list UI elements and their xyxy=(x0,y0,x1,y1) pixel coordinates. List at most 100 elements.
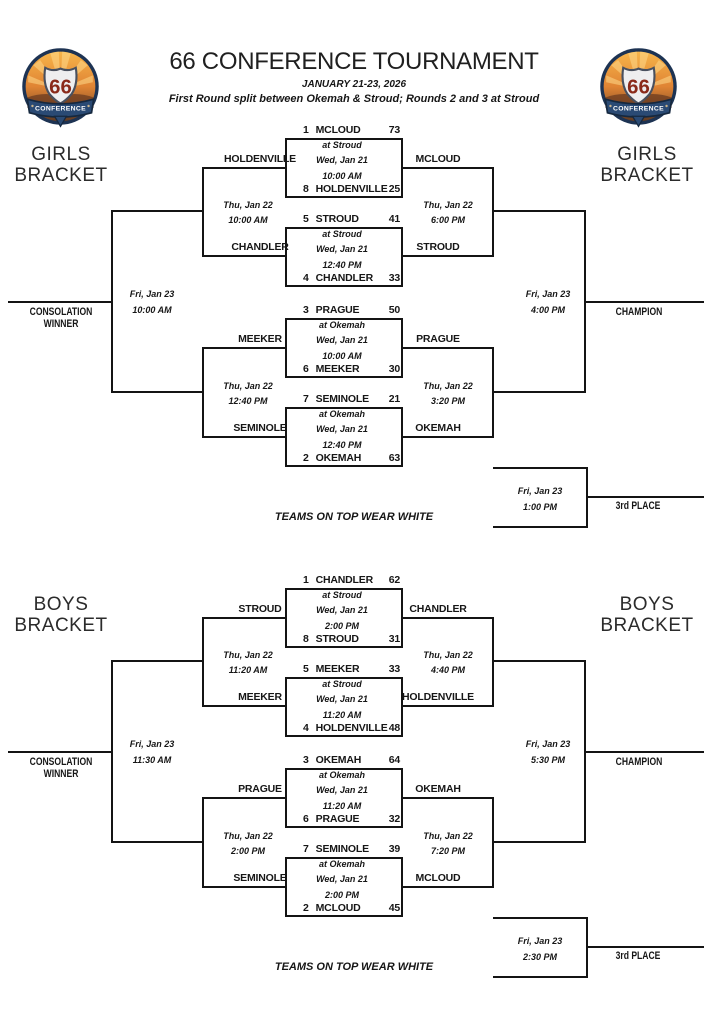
boys-bracket-label-right: BOYS BRACKET xyxy=(589,594,705,636)
game-date: Wed, Jan 21 xyxy=(316,244,368,254)
bracket-line xyxy=(494,660,586,662)
seed-and-team: 1 MCLOUD xyxy=(303,124,361,137)
bracket-line xyxy=(111,210,113,393)
bracket-line xyxy=(584,660,586,843)
bracket-line xyxy=(111,660,113,843)
page-title: 66 CONFERENCE TOURNAMENT xyxy=(169,48,539,75)
third-place-line xyxy=(493,526,588,528)
logo-ribbon xyxy=(26,98,95,118)
seed: 3 xyxy=(303,304,309,316)
bracket-line xyxy=(203,886,285,888)
seed: 3 xyxy=(303,754,309,766)
boys-game2-winner-label: HOLDENVILLE xyxy=(402,691,474,703)
bracket-line xyxy=(112,210,203,212)
bracket-line xyxy=(494,210,586,212)
seed: 8 xyxy=(303,633,309,645)
bracket-label-line1: BOYS xyxy=(619,594,675,615)
team-name: MEEKER xyxy=(315,663,360,675)
girls-game3-winner-label: PRAGUE xyxy=(416,333,460,345)
bracket-line xyxy=(203,617,285,619)
bracket-label-line2: BRACKET xyxy=(600,615,694,636)
score: 33 xyxy=(388,272,400,284)
bracket-label-line1: GIRLS xyxy=(617,144,677,165)
game-venue: at Stroud xyxy=(322,679,362,689)
champion-line xyxy=(586,301,704,303)
teams-on-top-note: TEAMS ON TOP WEAR WHITE xyxy=(274,961,434,973)
girls-bracket-label-left: GIRLS BRACKET xyxy=(3,144,119,186)
girls-bracket-label-right: GIRLS BRACKET xyxy=(589,144,705,186)
game-time: 10:00 AM xyxy=(322,171,362,181)
bracket-line xyxy=(202,797,204,888)
game-venue: at Okemah xyxy=(318,859,366,869)
team-name: SEMINOLE xyxy=(315,843,369,855)
game-time: 10:00 AM xyxy=(228,215,268,225)
game-date: Wed, Jan 21 xyxy=(316,874,368,884)
boys-third-place-label: 3rd PLACE xyxy=(615,950,661,962)
team-name: STROUD xyxy=(315,213,359,225)
game-date: Thu, Jan 22 xyxy=(223,200,273,210)
girls-semifinal2-label: Thu, Jan 22 3:20 PM xyxy=(405,379,491,409)
team-name: MCLOUD xyxy=(315,902,361,914)
girls-game3-loser-label: MEEKER xyxy=(238,333,282,345)
seed-and-team: 2 MCLOUD xyxy=(303,902,361,915)
boys-championship-label: Fri, Jan 23 5:30 PM xyxy=(505,736,591,768)
boys-consolation-semi2-label: Thu, Jan 22 2:00 PM xyxy=(205,829,291,859)
logo-tail xyxy=(631,115,646,128)
game-date: Fri, Jan 23 xyxy=(129,289,175,299)
game-date: Thu, Jan 22 xyxy=(223,381,273,391)
game-date: Thu, Jan 22 xyxy=(423,200,473,210)
bracket-line xyxy=(203,797,285,799)
game-time: 7:20 PM xyxy=(430,846,465,856)
game-time: 1:00 PM xyxy=(522,502,557,512)
score: 30 xyxy=(388,363,400,375)
game-time: 2:00 PM xyxy=(324,621,359,631)
bracket-line xyxy=(203,705,285,707)
game-date: Thu, Jan 22 xyxy=(223,650,273,660)
logo-banner-text: CONFERENCE xyxy=(35,106,86,113)
bracket-line xyxy=(494,391,586,393)
game-time: 12:40 PM xyxy=(322,260,362,270)
bracket-line xyxy=(403,797,493,799)
team-name: MCLOUD xyxy=(315,124,361,136)
score: 63 xyxy=(388,452,400,464)
seed: 1 xyxy=(303,574,309,586)
logo-rivet-left xyxy=(31,104,34,108)
score: 48 xyxy=(388,722,400,734)
bracket-line xyxy=(403,617,493,619)
girls-game2-winner-label: STROUD xyxy=(416,241,460,253)
score: 32 xyxy=(388,813,400,825)
score: 50 xyxy=(388,304,400,316)
bracket-line xyxy=(403,347,493,349)
girls-third-place-label: 3rd PLACE xyxy=(615,500,661,512)
teams-on-top-note: TEAMS ON TOP WEAR WHITE xyxy=(274,511,434,523)
game-date: Thu, Jan 22 xyxy=(223,831,273,841)
game-time: 11:30 AM xyxy=(132,755,172,765)
bracket-line xyxy=(584,210,586,393)
boys-semifinal1-label: Thu, Jan 22 4:40 PM xyxy=(405,648,491,678)
boys-bracket-label-left: BOYS BRACKET xyxy=(3,594,119,636)
seed: 1 xyxy=(303,124,309,136)
boys-game3-loser-label: PRAGUE xyxy=(238,783,282,795)
bracket-line xyxy=(202,617,204,707)
champion-line xyxy=(586,751,704,753)
team-name: CHANDLER xyxy=(315,574,374,586)
seed: 2 xyxy=(303,902,309,914)
logo-66: 66 xyxy=(627,76,650,98)
boys-game3-winner-label: OKEMAH xyxy=(415,783,461,795)
bracket-label-line1: GIRLS xyxy=(31,144,91,165)
score: 45 xyxy=(388,902,400,914)
game-date: Fri, Jan 23 xyxy=(517,936,563,946)
game-date: Fri, Jan 23 xyxy=(129,739,175,749)
